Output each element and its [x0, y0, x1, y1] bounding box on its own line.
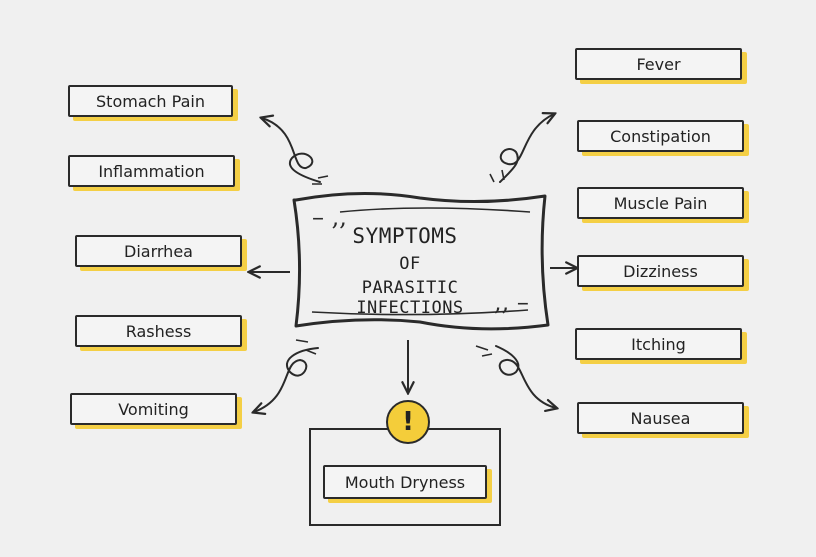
arrow-to-vomiting	[254, 347, 319, 412]
symptom-mouth-dryness: Mouth Dryness	[323, 465, 487, 499]
arrow-to-nausea	[495, 345, 556, 408]
symptom-vomiting: Vomiting	[70, 393, 237, 425]
title-line-3: PARASITIC INFECTIONS	[356, 278, 464, 318]
symptom-stomach-pain: Stomach Pain	[68, 85, 233, 117]
symptom-itching: Itching	[575, 328, 742, 360]
symptom-fever: Fever	[575, 48, 742, 80]
spark-bottom-left	[295, 339, 317, 355]
symptom-muscle-pain: Muscle Pain	[577, 187, 744, 219]
symptom-inflammation: Inflammation	[68, 155, 235, 187]
title-frame-inner-bottom	[311, 309, 529, 316]
spark-bottom-right	[475, 345, 493, 357]
symptom-nausea: Nausea	[577, 402, 744, 434]
symptom-diarrhea: Diarrhea	[75, 235, 242, 267]
arrow-to-stomach-pain	[262, 118, 321, 183]
title-line-2: OF	[399, 254, 421, 274]
spark-top-left	[312, 175, 329, 185]
spark-top-right	[489, 169, 505, 183]
title-frame-inner-top	[339, 207, 531, 213]
symptom-constipation: Constipation	[577, 120, 744, 152]
title-line-1: SYMPTOMS	[352, 224, 458, 248]
symptom-rashess: Rashess	[75, 315, 242, 347]
arrow-to-fever	[499, 114, 554, 183]
quote-mark-top: – ,,	[312, 203, 347, 231]
exclamation-icon: !	[386, 400, 430, 444]
quote-mark-bottom: ,, –	[494, 288, 529, 316]
title-frame	[292, 191, 550, 331]
symptom-dizziness: Dizziness	[577, 255, 744, 287]
